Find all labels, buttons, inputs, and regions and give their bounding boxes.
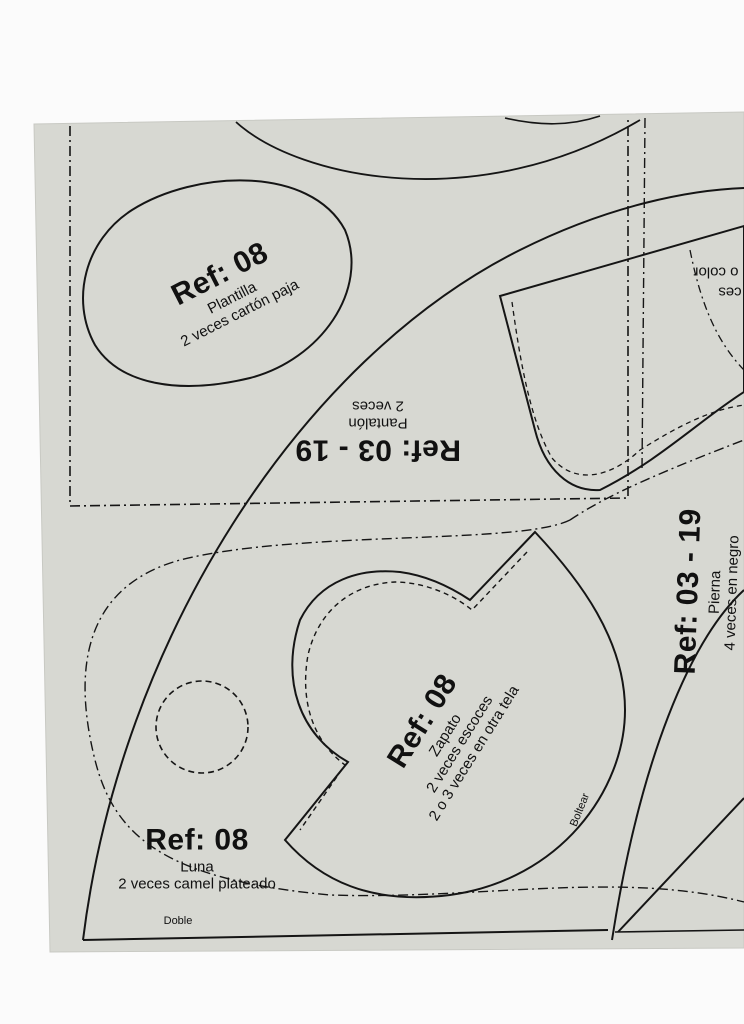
luna-baseline xyxy=(82,929,609,941)
pocket-outline xyxy=(498,224,744,492)
zapato-outline xyxy=(283,530,627,899)
luna-dashed-circle xyxy=(155,680,249,774)
pocket-stitch xyxy=(511,301,744,476)
pantalon-label-group: Ref: 03 - 19 Pantalón 2 veces xyxy=(295,398,461,467)
pantalon-name: Pantalón xyxy=(348,415,408,432)
pantalon-ref: Ref: 03 - 19 xyxy=(294,433,462,467)
luna-ref: Ref: 08 xyxy=(145,823,249,857)
top-arc-piece xyxy=(235,119,641,180)
pierna-outline-right xyxy=(617,797,744,933)
pantalon-qty: 2 veces xyxy=(352,397,404,415)
pierna-outline-left xyxy=(611,589,744,941)
bottom-right-line xyxy=(614,929,744,933)
top-right-fragment-2: ces xyxy=(718,283,742,301)
plantilla-outline xyxy=(82,179,353,387)
pierna-label-group: Ref: 03 - 19 Pierna 4 veces en negro xyxy=(669,508,744,676)
luna-cut-line-top xyxy=(569,439,744,521)
pantalon-outline xyxy=(82,187,744,941)
plantilla-cut-frame xyxy=(69,118,629,507)
pierna-ref: Ref: 03 - 19 xyxy=(668,507,708,675)
luna-label-group: Ref: 08 Luna 2 veces camel plateado xyxy=(118,824,276,893)
luna-cut-line xyxy=(84,519,744,903)
top-right-fragment-1: o color xyxy=(693,263,739,281)
top-arc-small xyxy=(504,115,601,125)
luna-note: Doble xyxy=(163,915,193,927)
paper-sheet xyxy=(33,111,744,953)
zapato-stitch xyxy=(299,551,528,831)
luna-name: Luna xyxy=(180,858,214,875)
luna-qty: 2 veces camel plateado xyxy=(118,875,276,893)
